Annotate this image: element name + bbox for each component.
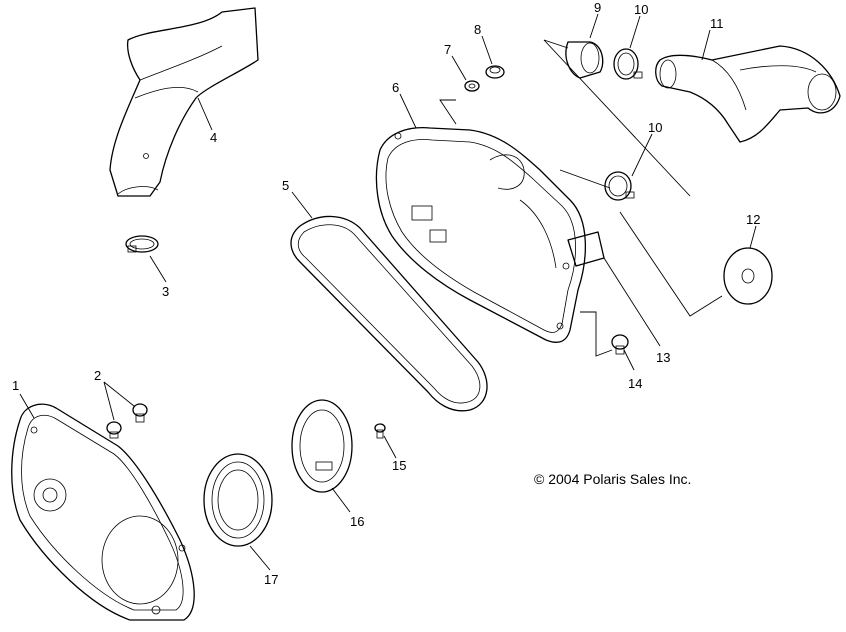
callout-2: 2 [94,368,101,383]
part-8-grommet [485,65,505,79]
callout-4: 4 [210,130,217,145]
part-7-washer [464,80,480,92]
callout-1: 1 [12,378,19,393]
copyright-notice: © 2004 Polaris Sales Inc. [534,471,691,487]
part-10-clamp-upper [613,48,643,80]
callout-10-upper: 10 [634,2,648,17]
part-9-adapter-sleeve [565,41,604,79]
leader-lines [19,13,757,571]
part-6-inner-clutch-cover [375,126,586,343]
part-4-intake-duct [109,7,259,197]
callout-5: 5 [282,178,289,193]
callout-14: 14 [628,376,642,391]
callout-15: 15 [392,458,406,473]
part-10-clamp-lower [604,171,635,201]
part-1-outer-clutch-cover [11,403,195,621]
part-12-seal [723,247,773,305]
part-3-hose-clamp [125,235,159,253]
part-14-screw [611,334,629,355]
callout-3: 3 [162,284,169,299]
callout-13: 13 [656,350,670,365]
part-15-screw [374,423,386,439]
callout-10-lower: 10 [648,120,662,135]
callout-7: 7 [444,42,451,57]
callout-labels: 1 2 3 4 5 6 7 8 9 10 10 11 12 13 14 15 1… [12,0,760,587]
callout-11: 11 [710,16,724,31]
part-16-disc-plate [291,399,353,493]
callout-8: 8 [474,22,481,37]
callout-17: 17 [264,572,278,587]
part-17-seal [203,453,273,547]
part-11-outlet-duct [655,45,841,143]
part-5-drive-belt [290,215,488,412]
callout-16: 16 [350,514,364,529]
callout-12: 12 [746,212,760,227]
callout-9: 9 [594,0,601,15]
part-2-bolts [106,403,148,439]
callout-6: 6 [392,80,399,95]
